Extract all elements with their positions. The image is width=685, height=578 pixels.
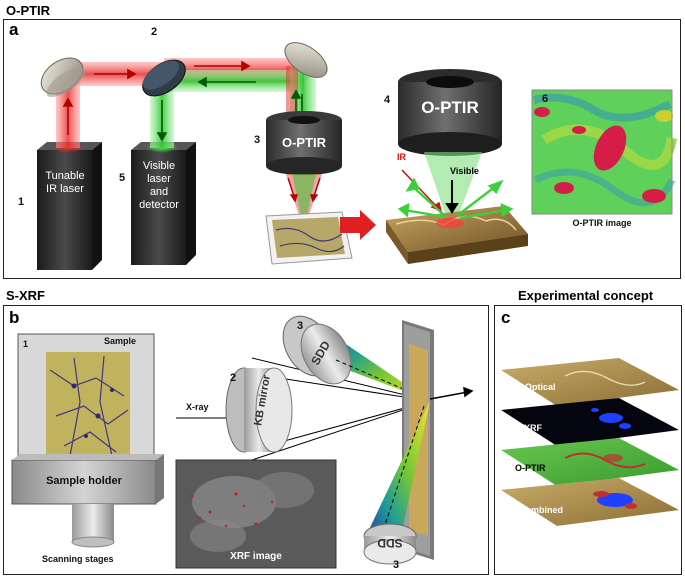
- focus-cone-green: [292, 174, 316, 225]
- visible-beam-label: Visible: [450, 166, 479, 176]
- objective-large: [398, 69, 502, 156]
- mirror-number: 2: [151, 26, 158, 38]
- layer-label-combined: Combined: [519, 505, 563, 515]
- sample-holder-label: Sample holder: [46, 475, 122, 487]
- sxrf-section-title: S-XRF: [6, 288, 45, 303]
- ir-beam-label: IR: [397, 152, 406, 162]
- layer-label-optir: O-PTIR: [515, 463, 546, 473]
- lower-sdd-detector: [363, 523, 417, 565]
- ir-laser-tower: [37, 141, 102, 270]
- concept-layer-stack: [501, 358, 679, 526]
- sxrf-setup-diagram: [11, 315, 474, 569]
- transmitted-arrow: [429, 386, 474, 400]
- sample-holder: [11, 454, 164, 505]
- focus-arrows: [287, 177, 321, 203]
- visible-incident-arrow: [445, 180, 459, 214]
- objective-large-number: 4: [384, 94, 391, 106]
- kb-mirror-number: 2: [230, 372, 237, 384]
- sample-label: Sample: [104, 336, 137, 346]
- scanning-stages-label: Scanning stages: [42, 554, 114, 564]
- xray-beam-lines: [176, 357, 431, 461]
- objective-label: O-PTIR: [281, 135, 327, 150]
- upper-sdd-detector: [282, 315, 352, 385]
- layer-label-optical: Optical: [525, 382, 556, 392]
- sample-slide: [265, 211, 353, 265]
- panel-c-letter: c: [501, 308, 511, 327]
- panel-c: c: [494, 305, 682, 575]
- objective-number: 3: [254, 134, 261, 146]
- panel-a-letter: a: [9, 20, 19, 39]
- mirror-3: [284, 42, 328, 78]
- sample-tissue: [46, 352, 130, 464]
- sample-number: 1: [23, 339, 29, 349]
- visible-laser-label: Visible laser and detector: [139, 160, 179, 211]
- transition-arrow: [340, 210, 376, 240]
- objective-small: [266, 111, 342, 175]
- upper-sdd-number: 3: [297, 320, 304, 332]
- lower-sdd-label: SDD: [377, 536, 403, 550]
- lower-sdd-number: 3: [393, 559, 400, 571]
- layer-optir: [501, 438, 679, 486]
- ir-laser-label: Tunable IR laser: [45, 170, 85, 195]
- sample-terrain: [386, 206, 528, 264]
- layer-sxrf: [501, 398, 679, 446]
- lower-fluorescence-cone: [366, 401, 430, 550]
- panel-a: a: [3, 19, 681, 279]
- layer-optical: [501, 358, 679, 406]
- concept-section-title: Experimental concept: [518, 288, 654, 303]
- optir-image: [531, 89, 677, 215]
- green-beam-horizontal: [164, 70, 304, 92]
- down-beam-red: [286, 66, 298, 126]
- xrf-image-caption: XRF image: [230, 551, 282, 562]
- ir-laser-number: 1: [18, 196, 25, 208]
- layer-combined: [501, 478, 679, 526]
- optir-image-number: 6: [542, 93, 549, 105]
- optir-image-caption: O-PTIR image: [572, 218, 632, 228]
- layer-label-sxrf: S-XRF: [515, 423, 542, 433]
- optir-setup-diagram: [37, 42, 677, 270]
- lower-dashed-path: [383, 405, 425, 529]
- mirror-2: [142, 59, 186, 97]
- xrf-image: [175, 459, 337, 569]
- panel-b: b: [3, 305, 489, 575]
- kb-mirror: [225, 367, 293, 453]
- scanning-stage: [71, 504, 115, 548]
- visible-laser-number: 5: [119, 172, 126, 184]
- scattered-light-arrows: [397, 177, 514, 220]
- xray-label: X-ray: [186, 402, 209, 412]
- mirror-1: [40, 57, 86, 98]
- objective-large-label: O-PTIR: [421, 98, 479, 117]
- optir-section-title: O-PTIR: [6, 3, 51, 18]
- panel-b-letter: b: [9, 308, 20, 327]
- ir-beam-arrows: [62, 60, 251, 135]
